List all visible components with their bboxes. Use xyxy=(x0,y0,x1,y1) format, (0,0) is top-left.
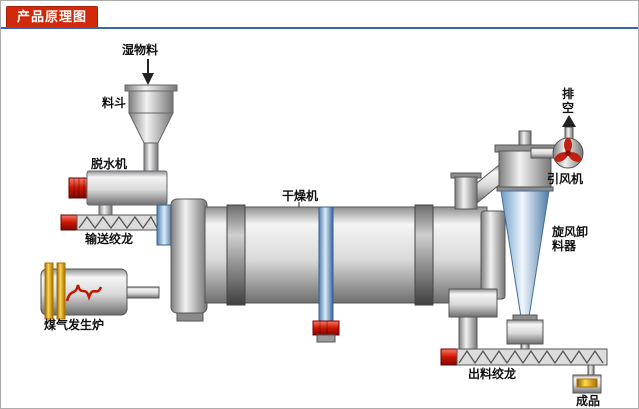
label-wet-material: 湿物料 xyxy=(122,43,159,57)
cyclone-inlet-duct-shape xyxy=(450,163,500,210)
flame-icon xyxy=(65,284,103,302)
fan-blades-icon xyxy=(554,138,582,162)
dewatering-machine-shape xyxy=(68,170,168,216)
hopper-shape xyxy=(124,84,178,172)
cyclone-shape xyxy=(494,130,556,351)
product-bin-shape xyxy=(572,374,602,394)
label-discharge-auger: 出料绞龙 xyxy=(468,367,517,381)
label-hopper: 料斗 xyxy=(102,96,127,110)
label-vent: 排空 xyxy=(561,87,574,115)
page-title: 产品原理图 xyxy=(6,6,99,28)
label-dryer: 干燥机 xyxy=(282,189,319,203)
support-post-shape xyxy=(312,206,340,343)
label-product: 成品 xyxy=(576,394,601,408)
gas-furnace-shape xyxy=(40,262,160,320)
feed-auger-shape xyxy=(60,214,160,231)
discharge-auger-shape xyxy=(440,348,608,378)
label-cyclone: 旋风卸料器 xyxy=(552,225,589,253)
label-feed-auger: 输送绞龙 xyxy=(85,232,134,246)
vent-arrow-icon xyxy=(562,115,576,127)
label-fan: 引风机 xyxy=(547,172,584,186)
induced-fan-shape xyxy=(530,115,584,169)
header-divider xyxy=(1,27,638,29)
outlet-support-shape xyxy=(448,288,498,350)
feed-arrow-icon xyxy=(142,59,154,85)
rotary-drum-shape xyxy=(170,198,506,322)
label-dewatering: 脱水机 xyxy=(91,157,128,171)
label-gas-furnace: 煤气发生炉 xyxy=(44,318,105,332)
